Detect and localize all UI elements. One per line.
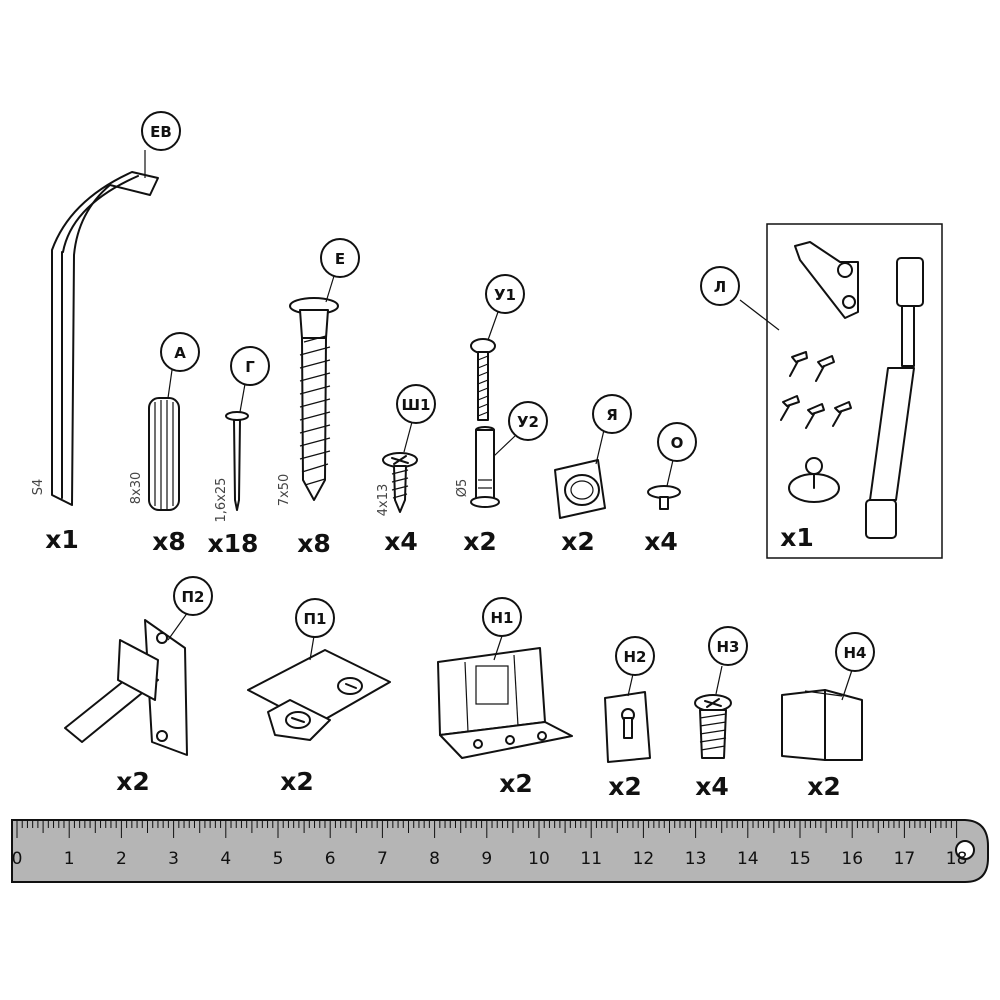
qty-p1: x2 xyxy=(280,767,314,796)
qty-n4: x2 xyxy=(807,772,841,801)
label-ya: Я xyxy=(606,406,618,424)
ruler-number: 7 xyxy=(377,849,388,869)
ruler-number: 12 xyxy=(633,849,655,869)
ruler-number: 16 xyxy=(841,849,863,869)
part-l-gas-lift-kit: Л x1 xyxy=(700,223,943,559)
size-sh1: 4x13 xyxy=(376,484,391,517)
ruler-number: 14 xyxy=(737,849,759,869)
part-u1-u2-bolt: У1 У2 Ø5 x2 xyxy=(455,274,548,556)
ruler-number: 11 xyxy=(580,849,602,869)
qty-n3: x4 xyxy=(695,772,729,801)
label-n3: Н3 xyxy=(717,638,740,656)
part-n2-hanger-plate: Н2 x2 xyxy=(604,636,655,801)
label-a: А xyxy=(174,344,186,362)
qty-n2: x2 xyxy=(608,772,642,801)
size-eb: S4 xyxy=(31,479,46,496)
part-eb-hex-key: ЕВ S4 x1 xyxy=(31,111,181,554)
part-n4-corner: Н4 x2 xyxy=(781,632,875,801)
ruler-number: 2 xyxy=(116,849,127,869)
ruler-hole xyxy=(955,840,975,860)
label-n1: Н1 xyxy=(491,609,514,627)
ruler-number: 4 xyxy=(220,849,231,869)
ruler-number: 17 xyxy=(894,849,916,869)
label-u2: У2 xyxy=(517,413,539,431)
qty-g: x18 xyxy=(208,529,259,558)
size-a: 8x30 xyxy=(129,472,144,505)
size-e: 7x50 xyxy=(277,474,292,507)
ruler-number: 9 xyxy=(481,849,492,869)
qty-e: x8 xyxy=(297,529,331,558)
part-e-confirmat-screw: Е 7x50 x8 xyxy=(277,238,360,558)
ruler-number: 6 xyxy=(325,849,336,869)
label-eb: ЕВ xyxy=(150,123,172,141)
label-e: Е xyxy=(335,250,345,268)
part-g-nail: Г 1,6x25 x18 xyxy=(208,346,270,558)
ruler-number: 0 xyxy=(12,849,23,869)
qty-l: x1 xyxy=(780,523,814,552)
size-g: 1,6x25 xyxy=(214,478,229,523)
qty-a: x8 xyxy=(152,527,186,556)
label-o: О xyxy=(671,434,684,452)
part-o-support: О x4 xyxy=(644,422,697,556)
label-u1: У1 xyxy=(494,286,516,304)
part-p2-hinge: П2 x2 xyxy=(64,576,213,796)
part-a-dowel: А 8x30 x8 xyxy=(129,332,200,556)
qty-ya: x2 xyxy=(561,527,595,556)
label-n2: Н2 xyxy=(624,648,647,666)
qty-n1: x2 xyxy=(499,769,533,798)
label-sh1: Ш1 xyxy=(402,396,431,414)
label-l: Л xyxy=(714,278,726,296)
part-ya-bumper: Я x2 xyxy=(554,394,632,556)
ruler-number: 13 xyxy=(685,849,707,869)
label-n4: Н4 xyxy=(844,644,867,662)
qty-eb: x1 xyxy=(45,525,79,554)
qty-p2: x2 xyxy=(116,767,150,796)
qty-sh1: x4 xyxy=(384,527,418,556)
ruler-number: 3 xyxy=(168,849,179,869)
ruler-number: 15 xyxy=(789,849,811,869)
ruler-number: 1 xyxy=(64,849,75,869)
part-n1-bracket: Н1 x2 xyxy=(437,597,573,798)
label-p1: П1 xyxy=(304,610,327,628)
ruler-number: 18 xyxy=(946,849,968,869)
ruler-number: 10 xyxy=(528,849,550,869)
part-n3-euro-screw: Н3 x4 xyxy=(694,626,748,801)
label-g: Г xyxy=(245,358,255,376)
size-u2: Ø5 xyxy=(455,479,470,498)
ruler-number: 8 xyxy=(429,849,440,869)
ruler-number: 5 xyxy=(273,849,284,869)
qty-o: x4 xyxy=(644,527,678,556)
label-p2: П2 xyxy=(182,588,205,606)
part-p1-mounting-plate: П1 x2 xyxy=(247,598,391,796)
qty-u2: x2 xyxy=(463,527,497,556)
ruler-body xyxy=(11,819,989,883)
part-sh1-screw: Ш1 4x13 x4 xyxy=(376,384,436,556)
